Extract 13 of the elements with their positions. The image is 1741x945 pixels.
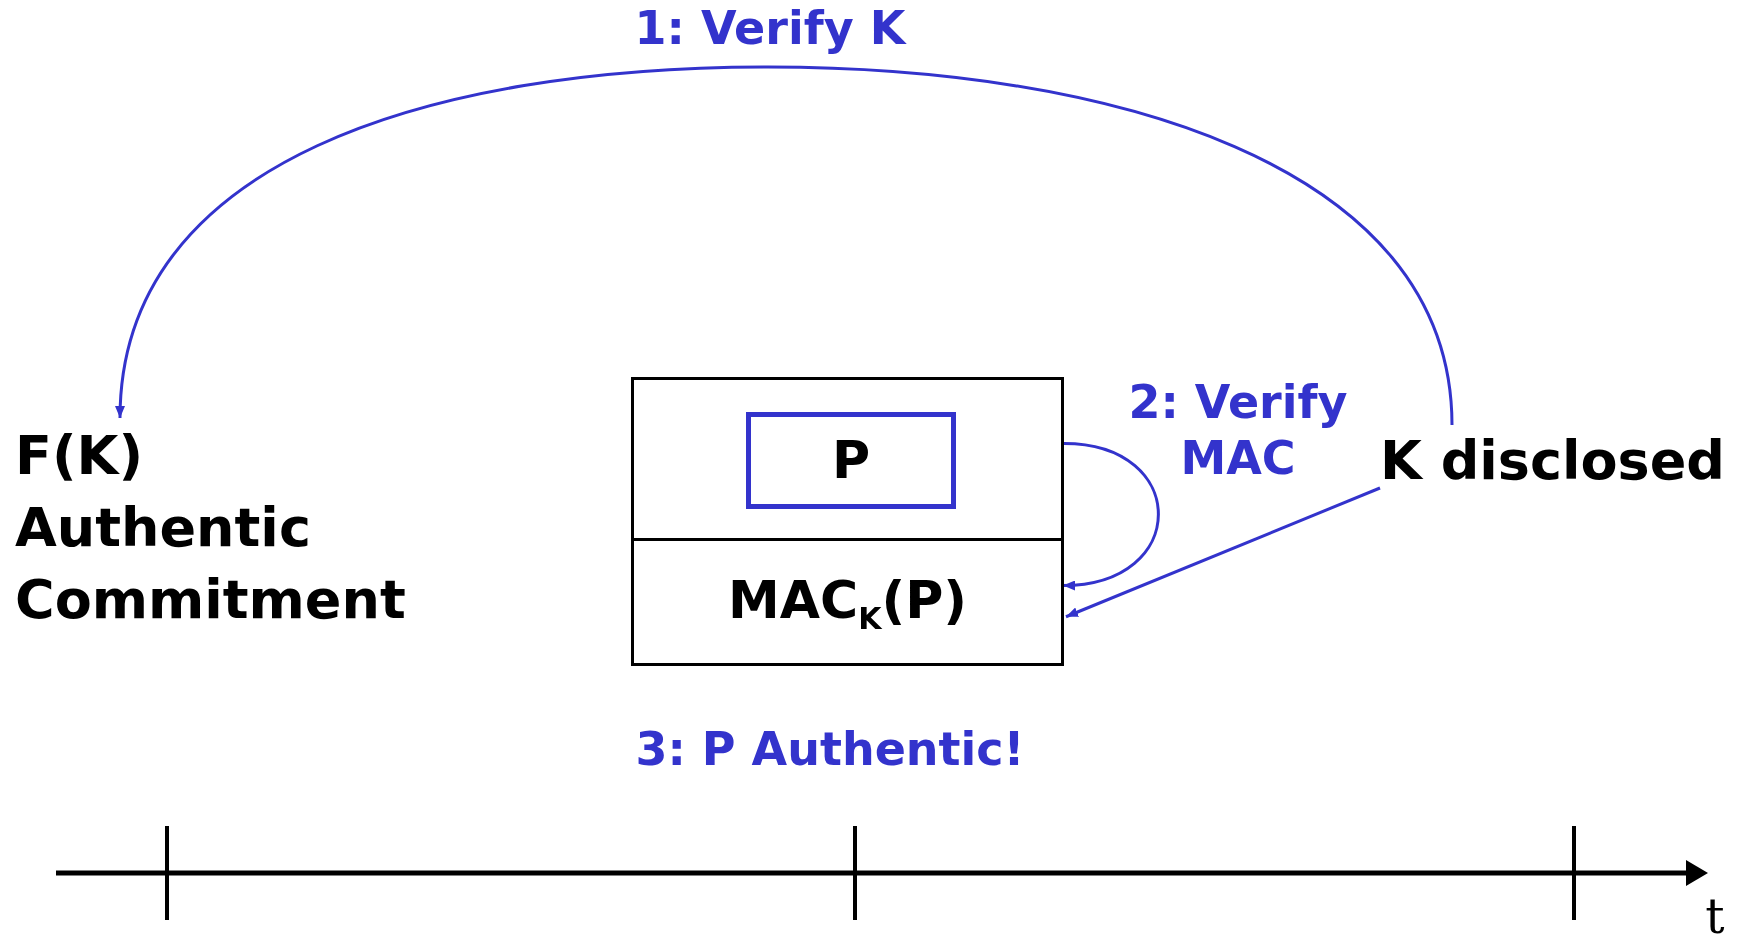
arrow: [1065, 486, 1381, 619]
arrow: [1062, 441, 1160, 590]
edge-label: 1: Verify K: [633, 0, 908, 56]
payload-box: P: [746, 412, 956, 509]
edge-label: 2: Verify MAC: [1127, 374, 1349, 486]
heading-text: K disclosed: [1380, 428, 1726, 494]
packet-box: [631, 377, 1064, 666]
mac-text: MAC$_{K}$(P): [634, 538, 1061, 663]
result-text: 3: P Authentic!: [634, 724, 1026, 775]
arrow: [116, 65, 1454, 426]
axis-label: t: [1704, 890, 1726, 943]
body-text: Authentic Commitment: [15, 495, 407, 633]
heading-text: F(K): [15, 423, 145, 489]
